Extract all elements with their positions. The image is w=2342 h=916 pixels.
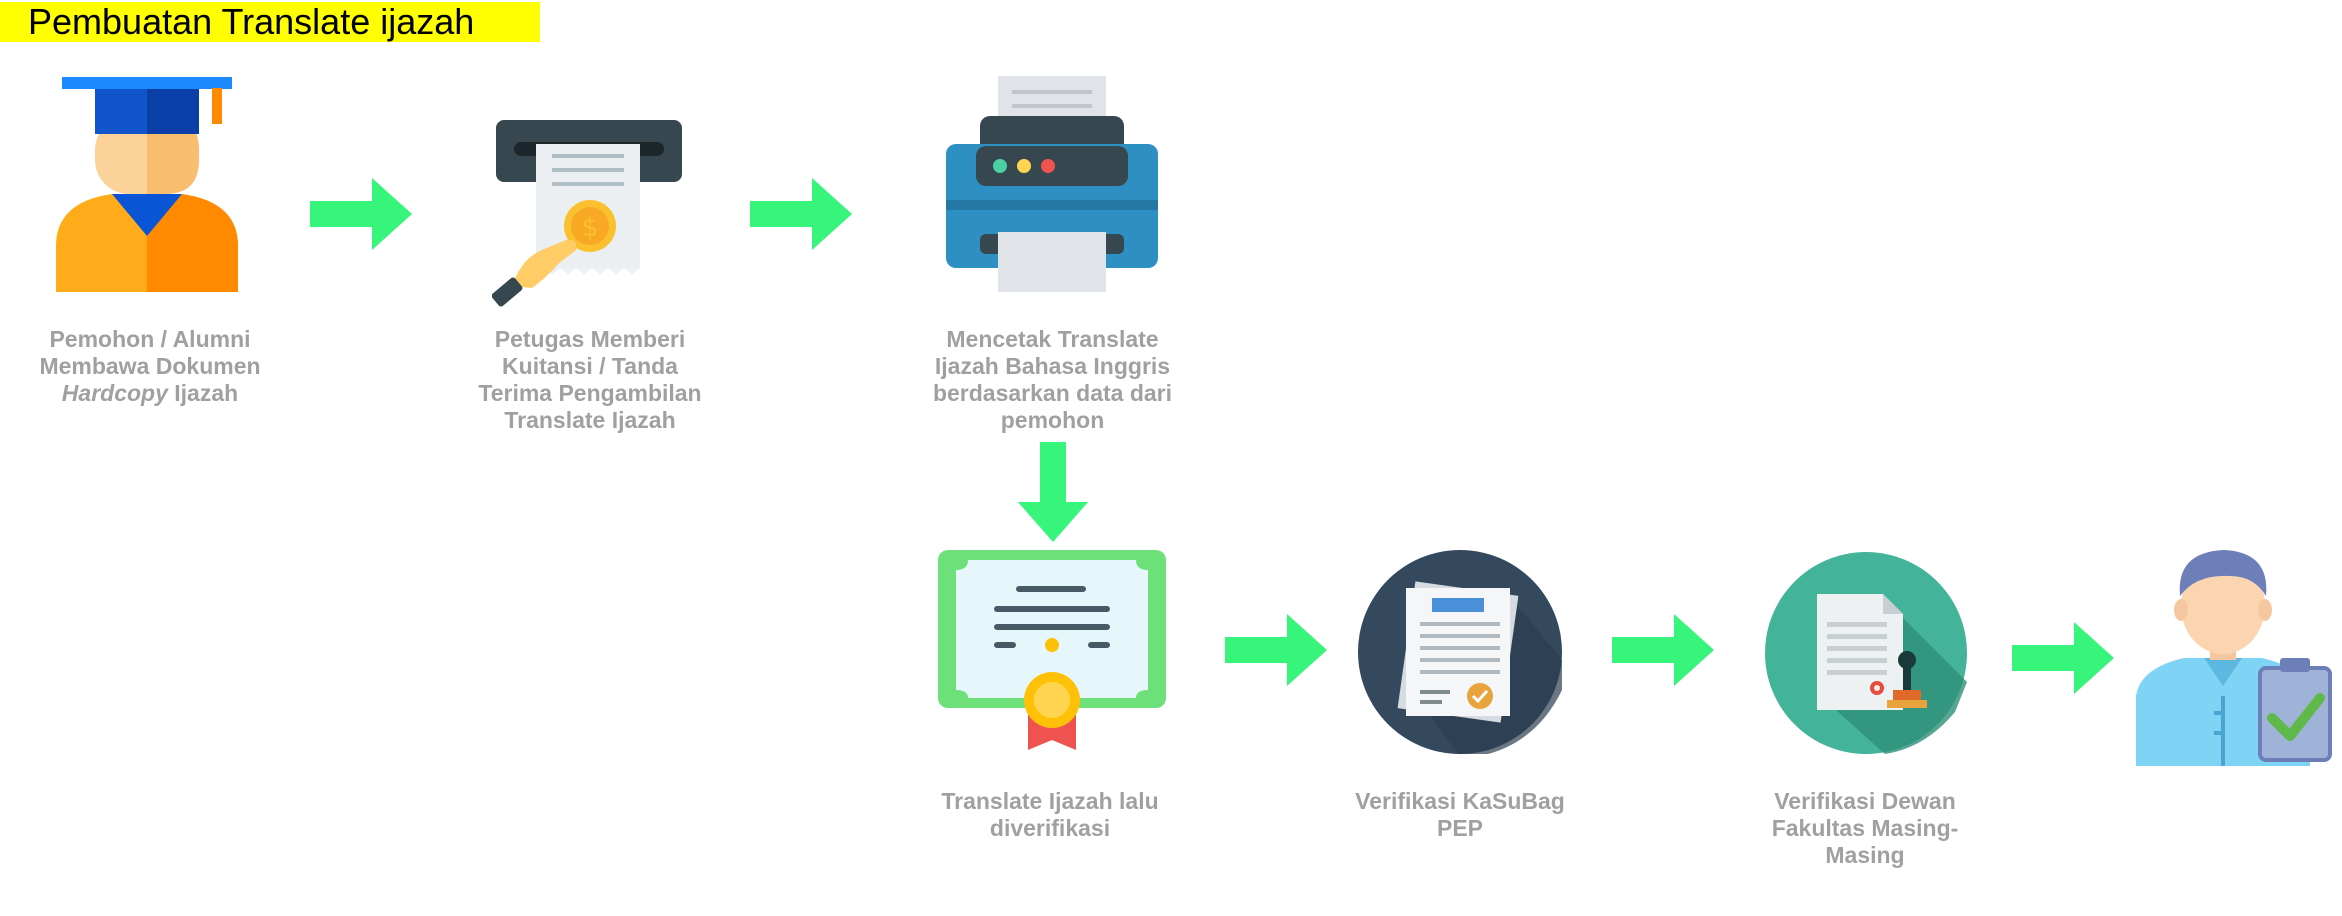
arrow-right-2 bbox=[750, 178, 852, 250]
svg-text:$: $ bbox=[582, 213, 599, 243]
arrow-right-5 bbox=[2012, 622, 2114, 694]
verified-document-icon bbox=[1358, 550, 1562, 754]
printer-icon bbox=[946, 76, 1158, 292]
arrow-right-3 bbox=[1225, 614, 1327, 686]
graduate-icon bbox=[52, 76, 242, 292]
diagram-title: Pembuatan Translate ijazah bbox=[0, 2, 540, 42]
arrow-down bbox=[1018, 442, 1088, 542]
receipt-hand-icon: $ bbox=[492, 118, 684, 310]
step-label-translate: Translate Ijazah lalu diverifikasi bbox=[941, 788, 1159, 841]
step-label-mencetak: Mencetak Translate Ijazah Bahasa Inggris… bbox=[932, 326, 1173, 433]
stamped-document-icon bbox=[1765, 552, 1967, 754]
certificate-icon bbox=[938, 550, 1166, 756]
step-label-dewan: Verifikasi Dewan Fakultas Masing- Masing bbox=[1771, 788, 1959, 868]
step-label-pemohon: Pemohon / Alumni Membawa Dokumen Hardcop… bbox=[39, 326, 261, 406]
arrow-right-4 bbox=[1612, 614, 1714, 686]
arrow-right-1 bbox=[310, 178, 412, 250]
person-checklist-icon bbox=[2134, 546, 2338, 766]
step-label-petugas: Petugas Memberi Kuitansi / Tanda Terima … bbox=[478, 326, 702, 433]
step-label-kasubag: Verifikasi KaSuBag PEP bbox=[1355, 788, 1565, 841]
